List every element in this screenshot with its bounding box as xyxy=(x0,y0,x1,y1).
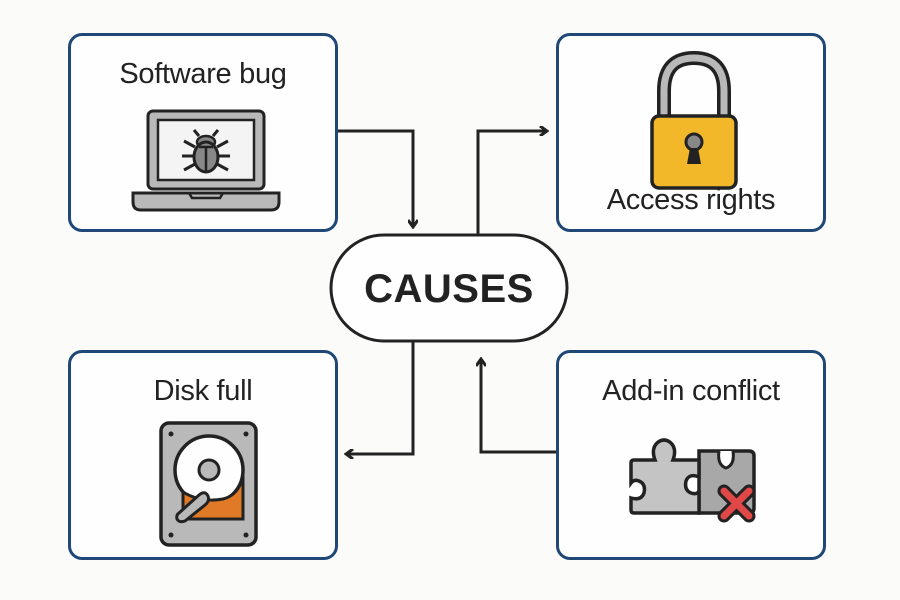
arrow-causes-to-access-rights xyxy=(476,131,546,234)
node-access-rights: Access rights xyxy=(556,33,826,232)
node-label: Software bug xyxy=(119,58,287,90)
laptop-bug-icon xyxy=(131,109,281,212)
red-x-icon xyxy=(717,484,756,523)
padlock-icon xyxy=(650,50,738,190)
hard-drive-icon xyxy=(159,421,258,547)
arrow-causes-to-disk-full xyxy=(347,342,415,454)
puzzle-conflict-icon xyxy=(629,438,756,523)
causes-node-shape xyxy=(329,233,569,343)
arrow-add-in-conflict-to-causes xyxy=(481,360,556,454)
node-software-bug: Software bug xyxy=(68,33,338,232)
arrow-software-bug-to-causes xyxy=(338,129,413,226)
node-label: Access rights xyxy=(606,184,776,216)
node-disk-full: Disk full xyxy=(68,350,338,560)
node-add-in-conflict: Add-in conflict xyxy=(556,350,826,560)
node-label: Add-in conflict xyxy=(602,375,780,407)
causes-node-label: CAUSES xyxy=(364,266,534,311)
node-label: Disk full xyxy=(153,375,253,407)
